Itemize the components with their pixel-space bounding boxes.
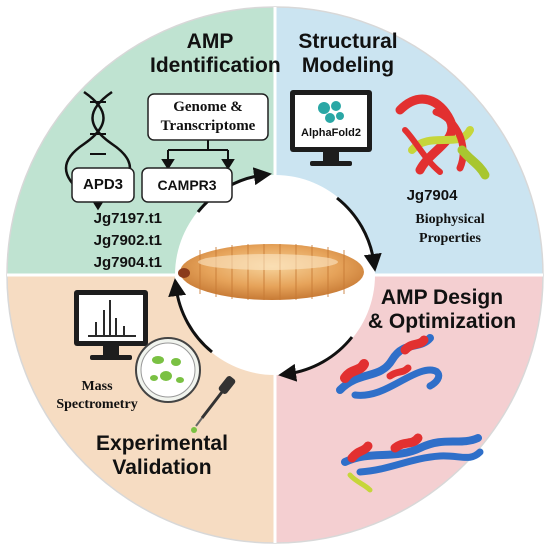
structural-title-line2: Modeling (301, 54, 395, 77)
peptide-item: Jg7902.t1 (93, 232, 162, 249)
pipette-icon (191, 376, 236, 433)
protein-structure-icon (336, 334, 443, 399)
biophysical-line2: Properties (419, 231, 481, 246)
peptide-list: Jg7197.t1 Jg7902.t1 Jg7904.t1 (42, 208, 162, 274)
spectrum-chart-icon (88, 300, 136, 337)
structural-title-line1: Structural (298, 30, 398, 53)
larva-image (178, 244, 364, 300)
peptide-item: Jg7197.t1 (93, 210, 162, 227)
campr3-box (141, 167, 233, 203)
apd3-label: APD3 (82, 176, 123, 193)
validation-title-line2: Validation (112, 456, 212, 479)
design-title-line1: AMP Design (380, 286, 504, 309)
identification-title: AMP Identification (150, 30, 281, 78)
biophysical-line1: Biophysical (415, 212, 485, 227)
monitor-icon (74, 290, 148, 360)
biophysical-label: Biophysical Properties (400, 210, 500, 248)
mass-spec-label: Mass Spectrometry (42, 378, 152, 414)
branch-arrows (161, 140, 235, 170)
identification-title-line1: AMP (186, 30, 234, 53)
petri-dish-icon (135, 337, 201, 403)
design-title: AMP Design & Optimization (362, 286, 522, 334)
alphafold-logo-icon (318, 101, 344, 123)
protein-structure-icon (341, 433, 484, 493)
protein-structure-icon (395, 94, 490, 180)
jg7904-label: Jg7904 (406, 187, 458, 204)
apd3-box (71, 167, 135, 203)
alphafold-label: AlphaFold2 (301, 127, 361, 139)
design-title-line2: & Optimization (367, 310, 517, 333)
monitor-icon (290, 90, 372, 166)
genome-label: Genome & Transcriptome (148, 98, 268, 136)
peptide-item: Jg7904.t1 (93, 254, 162, 271)
campr3-label: CAMPR3 (157, 177, 217, 193)
validation-title-line1: Experimental (96, 432, 228, 455)
genome-line2: Transcriptome (160, 118, 256, 134)
structural-title: Structural Modeling (288, 30, 408, 78)
identification-title-line2: Identification (150, 54, 281, 77)
mass-spec-line1: Mass (81, 379, 113, 394)
mass-spec-line2: Spectrometry (56, 397, 138, 412)
validation-title: Experimental Validation (82, 432, 242, 480)
genome-line1: Genome & (173, 99, 243, 115)
